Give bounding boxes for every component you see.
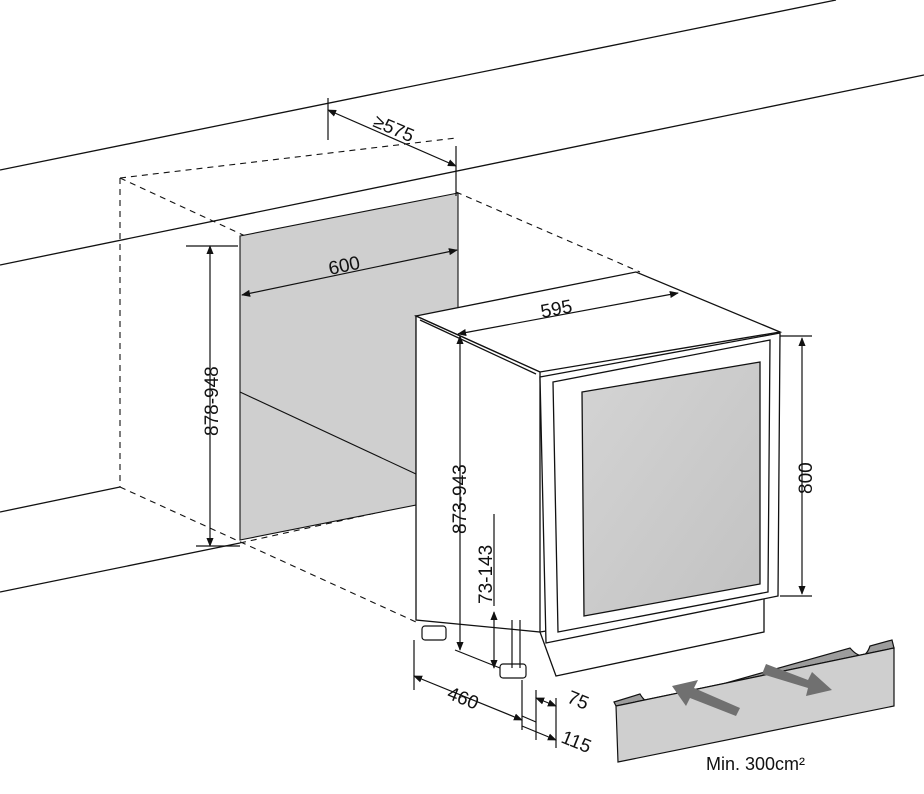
airflow-out-arrow <box>762 664 832 696</box>
airflow-in-arrow <box>672 680 740 716</box>
dimension-lines <box>186 98 812 748</box>
dim-foot-height-label: 73-143 <box>476 545 497 604</box>
dim-plinth-depth-label: 460 <box>444 683 481 714</box>
door-glass <box>581 361 761 617</box>
ventilation-note: Min. 300cm² <box>706 754 805 774</box>
dim-door-height-label: 800 <box>796 462 817 494</box>
dim-depth-label: ≥575 <box>370 111 417 147</box>
counter-lines <box>0 0 924 593</box>
wine-cooler <box>413 271 783 677</box>
ventilation-grille <box>613 639 895 763</box>
dim-offset-2-label: 115 <box>558 727 594 758</box>
dim-appliance-height-label: 873-943 <box>450 464 471 534</box>
dim-offset-1-label: 75 <box>564 687 591 714</box>
dim-niche-height-label: 878-948 <box>202 366 223 436</box>
grille-front <box>615 647 895 763</box>
